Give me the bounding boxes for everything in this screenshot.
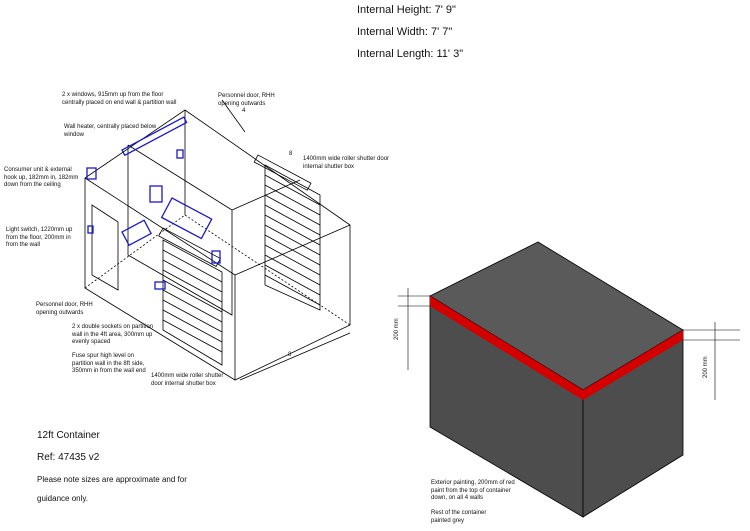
fuse-spur-icon — [211, 250, 221, 264]
light-switch-note: Light switch, 1220mm up from the floor, … — [6, 227, 73, 248]
heater-icon — [149, 185, 163, 203]
heater-shutter-icon — [176, 149, 184, 159]
light-switch-icon — [87, 225, 94, 234]
paint-band-left — [430, 296, 583, 400]
shutter-top-note: 1400mm wide roller shutter door internal… — [303, 156, 390, 170]
internal-width: Internal Width: 7' 7" — [357, 26, 453, 38]
drawing-ref: Ref: 47435 v2 — [37, 452, 100, 463]
approx-note-line1: Please note sizes are approximate and fo… — [37, 475, 187, 484]
dim-label-left: 200 mm — [394, 318, 400, 340]
window-end-wall-icon — [121, 116, 188, 157]
dim-label-eight-bottom: 8 — [288, 352, 292, 358]
dim-label-eight-top: 8 — [289, 151, 293, 157]
dim-label-right: 200 mm — [703, 356, 709, 378]
fuse-spur-note: Fuse spur high level on partition wall i… — [72, 353, 146, 374]
shell-top-front — [84, 177, 236, 276]
dim-line-4 — [221, 99, 246, 133]
rear-shutter-box — [253, 154, 312, 191]
socket-icon-2 — [154, 281, 166, 290]
drawing-title: 12ft Container — [37, 430, 100, 441]
window-partition-icon — [160, 197, 213, 240]
internal-height: Internal Height: 7' 9" — [357, 4, 456, 16]
approx-note-line2: guidance only. — [37, 494, 88, 503]
socket-icon-1 — [121, 219, 152, 247]
consumer-unit-icon — [86, 167, 97, 180]
exterior-paint-note: Exterior painting, 200mm of red paint fr… — [431, 480, 515, 501]
partition-top — [231, 179, 301, 211]
personnel-door-top-note: Personnel door, RHH opening outwards — [218, 93, 275, 107]
shutter-bottom-note: 1400mm wide roller shutter door internal… — [151, 373, 224, 387]
sockets-note: 2 x double sockets on partition wall in … — [72, 324, 154, 345]
shell-floor-back — [184, 214, 351, 326]
dim-line-8 — [239, 332, 351, 381]
windows-note: 2 x windows, 915mm up from the floor cen… — [62, 92, 177, 106]
personnel-door-left-note: Personnel door, RHH opening outwards — [36, 302, 93, 316]
rest-paint-note: Rest of the container painted grey — [431, 510, 487, 524]
internal-length: Internal Length: 11' 3" — [357, 48, 464, 60]
personnel-door — [91, 204, 119, 291]
shell-floor-left — [84, 214, 186, 289]
dim-label-four: 4 — [242, 108, 246, 114]
consumer-unit-note: Consumer unit & external hook up, 182mm … — [4, 167, 79, 188]
partition-wall — [127, 144, 233, 316]
heater-note: Wall heater, centrally placed below wind… — [64, 124, 157, 138]
paint-band-right — [583, 330, 683, 400]
